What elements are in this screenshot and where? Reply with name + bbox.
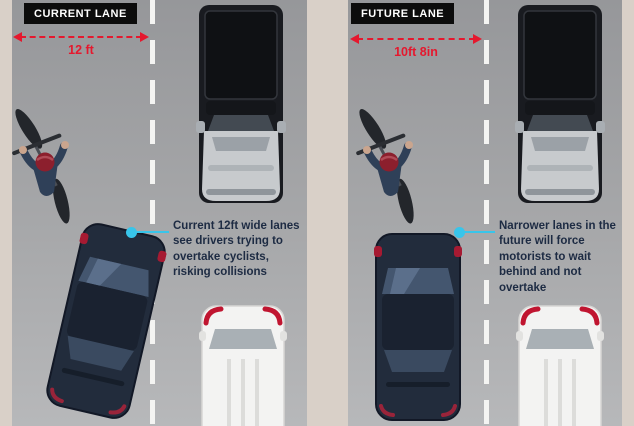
future-lane-width-measure: 10ft 8in	[350, 32, 482, 66]
current-lane-divider-line	[150, 0, 155, 426]
arrow-right-icon	[473, 34, 482, 44]
cyclist-icon	[356, 109, 414, 224]
pickup-truck-icon	[196, 5, 286, 203]
future-lane-width-value: 10ft 8in	[394, 45, 438, 59]
cyclist-icon	[12, 109, 70, 224]
callout-dot	[454, 227, 465, 238]
current-lane-width-measure: 12 ft	[13, 30, 149, 64]
callout-connector-line	[136, 231, 169, 233]
future-lane-title: FUTURE LANE	[351, 3, 455, 24]
dark-car-icon	[46, 223, 167, 419]
measure-dashed-line	[357, 38, 475, 40]
current-lane-callout: Current 12ft wide lanes see drivers tryi…	[173, 220, 300, 279]
measure-dashed-line	[20, 36, 142, 38]
pickup-truck-icon	[515, 5, 605, 203]
future-lane-callout: Narrower lanes in the future will force …	[499, 220, 616, 294]
current-lane-width-value: 12 ft	[68, 43, 94, 57]
arrow-right-icon	[140, 32, 149, 42]
arrow-left-icon	[13, 32, 22, 42]
current-lane-title: CURRENT LANE	[24, 3, 137, 24]
white-car-icon	[199, 305, 287, 426]
dark-car-icon	[374, 233, 462, 421]
future-lane-divider-line	[484, 0, 489, 426]
callout-connector-line	[464, 231, 495, 233]
arrow-left-icon	[350, 34, 359, 44]
white-car-icon	[516, 305, 604, 426]
callout-dot	[126, 227, 137, 238]
